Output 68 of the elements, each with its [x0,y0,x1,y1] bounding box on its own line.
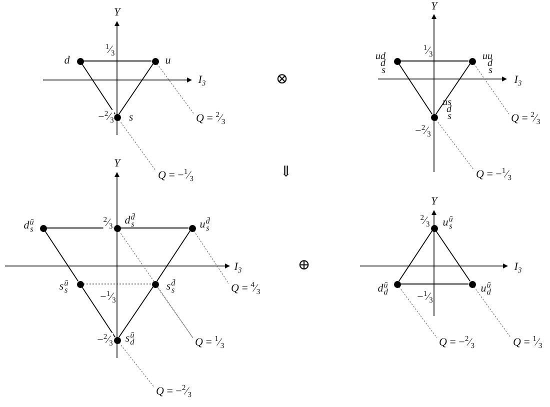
triangle-edge [436,63,470,115]
tick-label: $^{1}$⁄$_{3}$ [105,42,115,58]
weight-dot [468,58,476,64]
weight-dot [152,58,158,64]
leader-line [194,230,230,284]
weight-dot [114,336,120,344]
axis-label: Y [430,196,438,208]
operator-symbol: ⊗ [276,72,288,88]
triangle-edge [436,230,470,282]
quark-label: ud d s [374,53,386,75]
triangle-edge [44,230,79,282]
weight-dot [152,280,158,288]
leader-line [118,230,194,338]
leader-line [118,120,156,172]
charge-label: Q = $^{2}$⁄$_{3}$ [196,110,226,126]
weight-dot [40,224,46,232]
weight-dot [76,58,84,64]
weight-dot [188,224,196,232]
tick-label: $^{2}$⁄$_{3}$ [420,214,430,228]
charge-label: Q = −$^{1}$⁄$_{3}$ [158,167,194,183]
triangle-edge [398,230,433,282]
triangle-edge [81,286,116,338]
leader-line [398,286,438,338]
leader-line [474,286,512,338]
axis-label: Y [114,158,120,170]
weight-dot [394,58,400,64]
tick-label: −$^{2}$⁄$_{3}$ [97,332,113,348]
axis-label: I$_{3}$ [234,262,242,274]
charge-label: Q = −$^{2}$⁄$_{3}$ [156,383,192,399]
charge-label: Q = $^{1}$⁄$_{3}$ [513,334,542,350]
triangle-edge [83,60,152,62]
quark-label: us d s [442,99,452,121]
tick-label: −$^{2}$⁄$_{3}$ [98,110,114,124]
quark-label: s [128,114,134,122]
charge-label: Q = −$^{2}$⁄$_{3}$ [439,334,474,350]
operator-symbol: ⇓ [280,166,292,180]
weight-dot [430,224,438,232]
axis-label: Y [430,2,438,12]
leader-line [474,64,510,114]
tick-label: −$^{1}$⁄$_{3}$ [100,290,116,304]
operator-symbol: ⊕ [298,258,310,274]
quark-label: d [64,56,70,66]
weight-dot [430,114,438,120]
leader-line [118,342,154,388]
charge-label: Q = $^{4}$⁄$_{3}$ [231,280,260,296]
tick-label: −$^{2}$⁄$_{3}$ [415,124,431,138]
triangle-edge [400,60,469,62]
triangle-edge [156,230,191,282]
quark-label: u [165,56,171,66]
weight-dot [394,280,400,288]
leader-line [436,120,474,170]
tick-label: −$^{1}$⁄$_{3}$ [417,290,433,304]
triangle-edge [118,63,154,115]
quark-label: uu d s [482,53,492,75]
charge-label: Q = −$^{1}$⁄$_{3}$ [476,166,512,182]
axis-label: Y [114,8,120,18]
triangle-edge [118,286,154,338]
tick-label: $^{2}$⁄$_{3}$ [103,216,113,230]
leader-line [156,286,194,338]
tick-label: $^{1}$⁄$_{3}$ [423,44,433,58]
leader-line [156,64,194,114]
weight-dot [76,280,84,288]
weight-dot [114,224,120,232]
charge-label: Q = $^{1}$⁄$_{3}$ [195,334,224,350]
charge-label: Q = $^{2}$⁄$_{3}$ [511,110,540,126]
triangle-edge [398,63,433,115]
weight-dot [468,280,476,288]
triangle-edge [81,63,116,115]
